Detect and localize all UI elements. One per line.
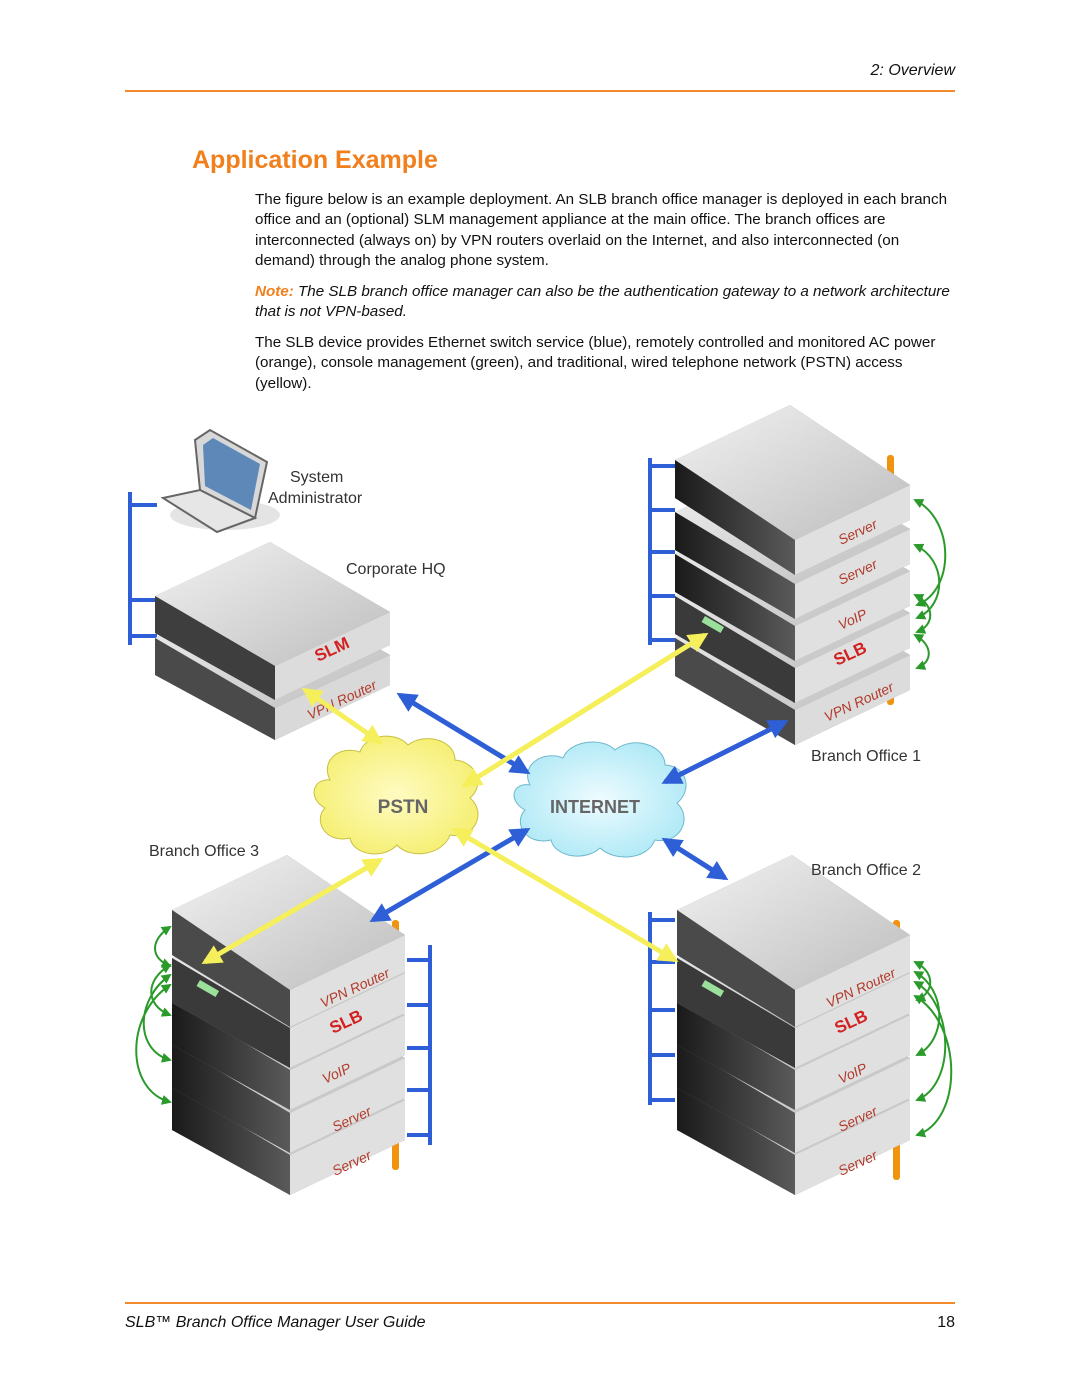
branch-office-2-label: Branch Office 2: [811, 862, 921, 879]
corporate-hq-label: Corporate HQ: [346, 561, 446, 578]
sysadmin-label-2: Administrator: [268, 490, 363, 507]
page-number: 18: [937, 1314, 955, 1331]
pstn-cloud: PSTN: [313, 735, 479, 855]
services-paragraph: The SLB device provides Ethernet switch …: [255, 334, 936, 392]
branch-office-3-label: Branch Office 3: [149, 843, 259, 860]
note-paragraph: Note: The SLB branch office manager can …: [255, 282, 955, 323]
running-header: 2: Overview: [870, 62, 955, 79]
laptop-icon: [160, 428, 280, 534]
note-label: Note:: [255, 283, 294, 300]
section-title: Application Example: [192, 146, 438, 174]
footer-guide-title: SLB™ Branch Office Manager User Guide: [125, 1314, 426, 1331]
branch-office-2-stack: VPN Router SLB VoIP Server Server: [648, 855, 953, 1195]
header-rule: [125, 90, 955, 92]
footer-rule: [125, 1302, 955, 1304]
pstn-label: PSTN: [378, 797, 429, 818]
branch-office-3-stack: VPN Router SLB VoIP Server Server: [135, 855, 432, 1195]
note-text: The SLB branch office manager can also b…: [255, 283, 950, 321]
branch-office-1-label: Branch Office 1: [811, 748, 921, 765]
branch-office-1-stack: Server Server VoIP SLB VPN Router: [648, 405, 947, 745]
sysadmin-label: System: [290, 469, 343, 486]
intro-paragraph: The figure below is an example deploymen…: [255, 191, 948, 269]
deployment-diagram: System Administrator Corporate HQ SLM VP…: [128, 405, 953, 1195]
internet-cloud: INTERNET: [513, 741, 687, 858]
corporate-hq-stack: SLM VPN Router: [128, 492, 390, 740]
internet-label: INTERNET: [550, 797, 640, 817]
pstn-links: [201, 632, 709, 965]
